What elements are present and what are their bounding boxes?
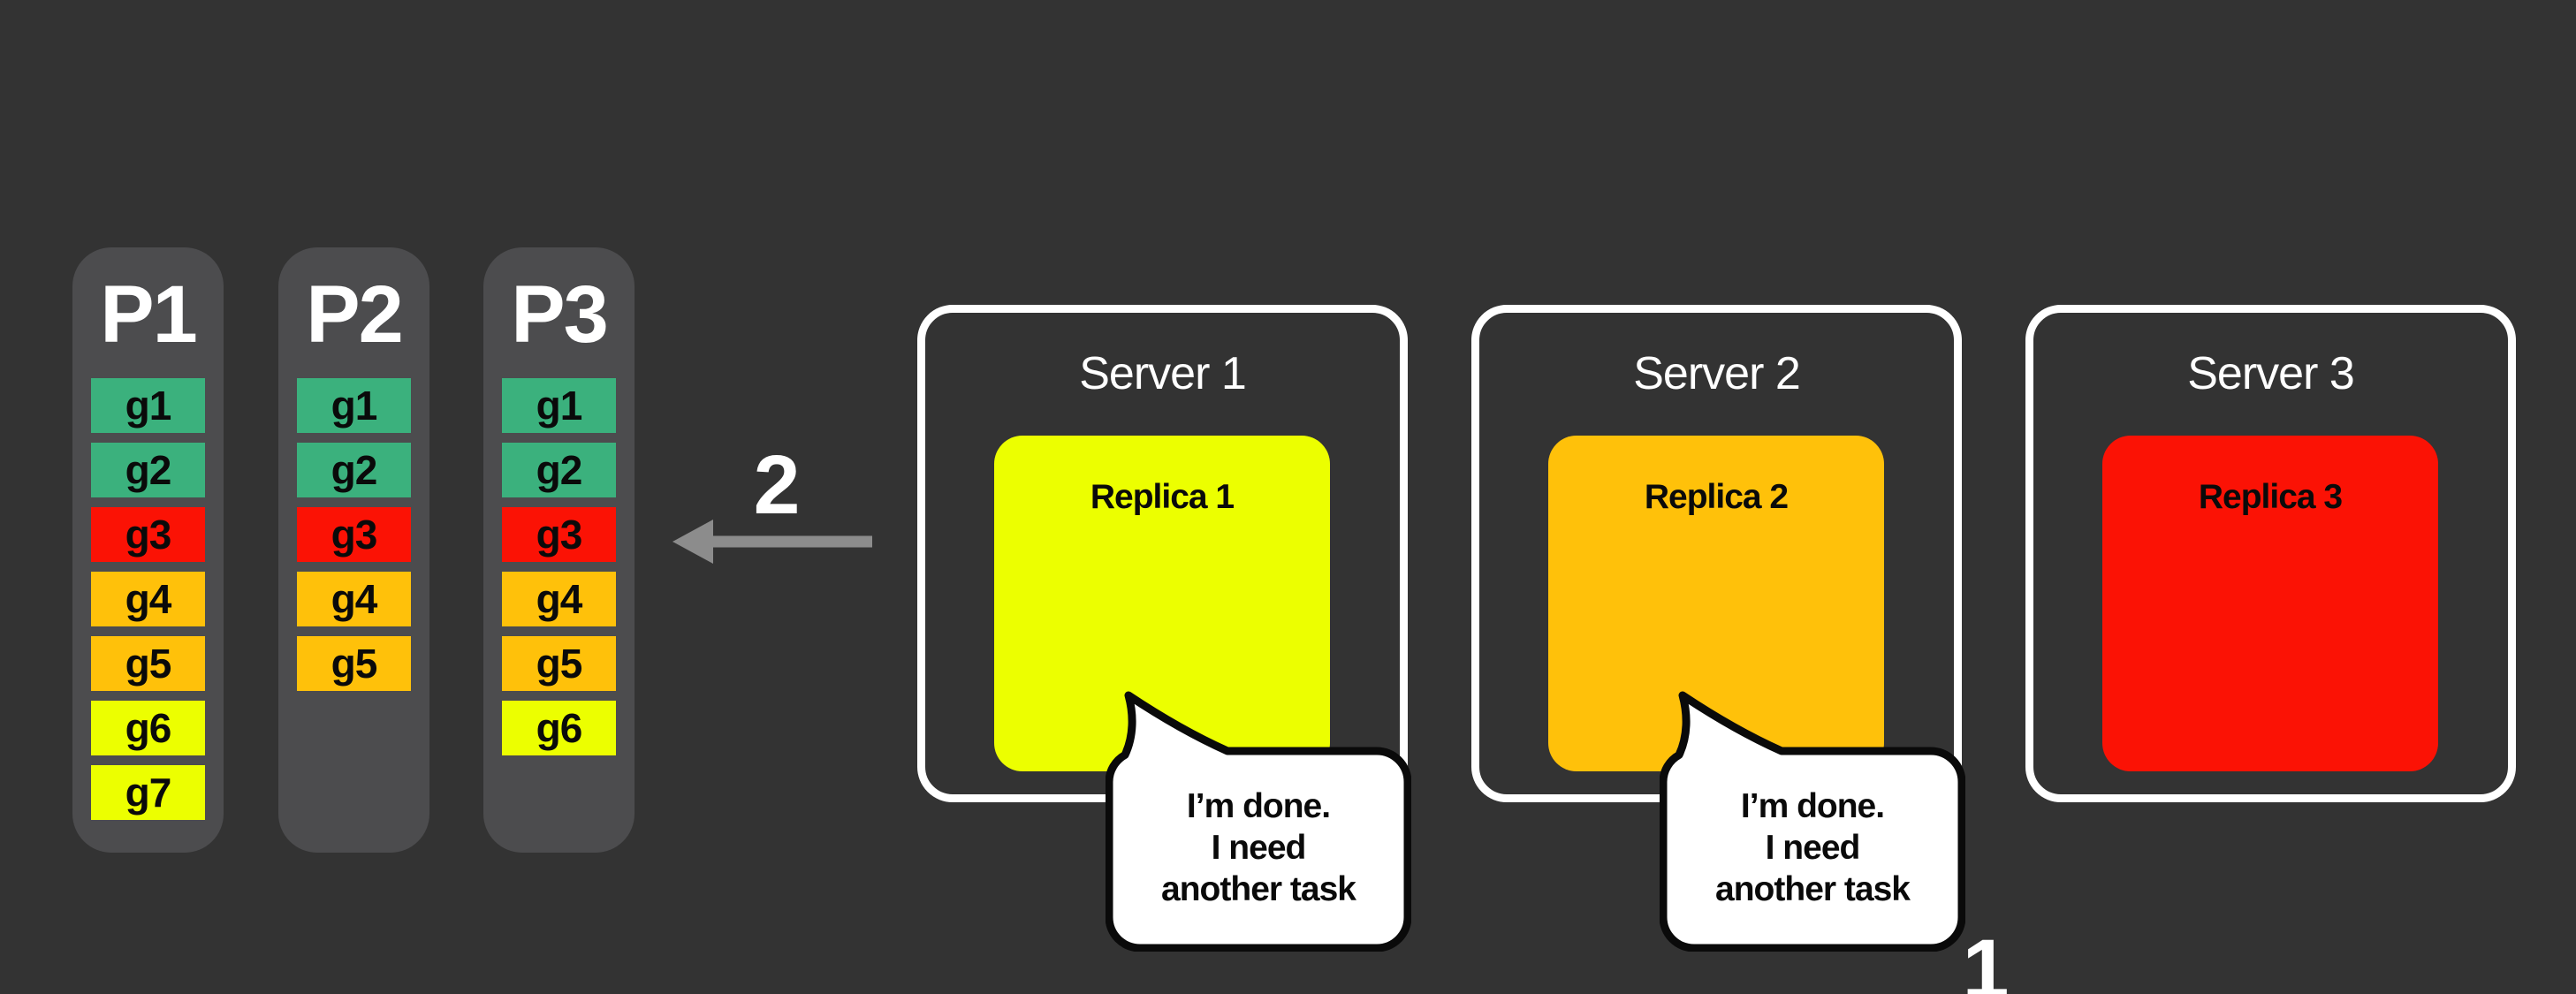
task-cell: g1: [91, 378, 205, 433]
task-cell: g6: [91, 701, 205, 755]
server-box: Server 1 Replica 1: [917, 305, 1408, 802]
task-cell: g5: [297, 636, 411, 691]
speech-bubble-line: I’m done.: [1186, 787, 1331, 825]
replica-label: Replica 2: [1644, 478, 1789, 516]
partition-column: P1 g1 g2 g3 g4 g5 g6 g7: [72, 247, 224, 853]
partition-label: P3: [511, 269, 609, 360]
partition-label: P2: [306, 269, 404, 360]
task-cell: g3: [297, 507, 411, 562]
speech-bubble-line: I need: [1211, 829, 1307, 867]
task-cell: g3: [91, 507, 205, 562]
server-title: Server 3: [2187, 348, 2355, 399]
server-title: Server 2: [1633, 348, 1801, 399]
partition-label: P1: [100, 269, 198, 360]
replica-box: Replica 3: [2102, 436, 2438, 771]
speech-bubble-line: another task: [1715, 870, 1911, 908]
partition-column: P3 g1 g2 g3 g4 g5 g6: [483, 247, 635, 853]
task-cell: g2: [502, 443, 616, 497]
server-box: Server 3 Replica 3: [2025, 305, 2516, 802]
task-cell: g7: [91, 765, 205, 820]
step2-arrow: [667, 515, 879, 568]
task-cell: g1: [502, 378, 616, 433]
speech-bubble-shape: [1106, 691, 1411, 952]
task-cell: g3: [502, 507, 616, 562]
replica-label: Replica 3: [2198, 478, 2343, 516]
task-cell: g5: [91, 636, 205, 691]
speech-bubble-line: I’m done.: [1740, 787, 1885, 825]
server-title: Server 1: [1079, 348, 1247, 399]
speech-bubble-line: I need: [1765, 829, 1861, 867]
task-cell: g4: [502, 572, 616, 626]
task-cell: g2: [91, 443, 205, 497]
task-cell: g4: [297, 572, 411, 626]
task-cell: g2: [297, 443, 411, 497]
step1-number: 1: [1962, 922, 2010, 994]
task-cell: g4: [91, 572, 205, 626]
left-arrow-icon: [672, 520, 872, 564]
task-cell: g6: [502, 701, 616, 755]
speech-bubble-line: another task: [1161, 870, 1356, 908]
task-cell: g1: [297, 378, 411, 433]
server-box: Server 2 Replica 2: [1471, 305, 1962, 802]
replica-label: Replica 1: [1090, 478, 1235, 516]
speech-bubble-shape: [1660, 691, 1965, 952]
task-cell: g5: [502, 636, 616, 691]
step2-number: 2: [753, 438, 801, 532]
partition-column: P2 g1 g2 g3 g4 g5: [278, 247, 429, 853]
